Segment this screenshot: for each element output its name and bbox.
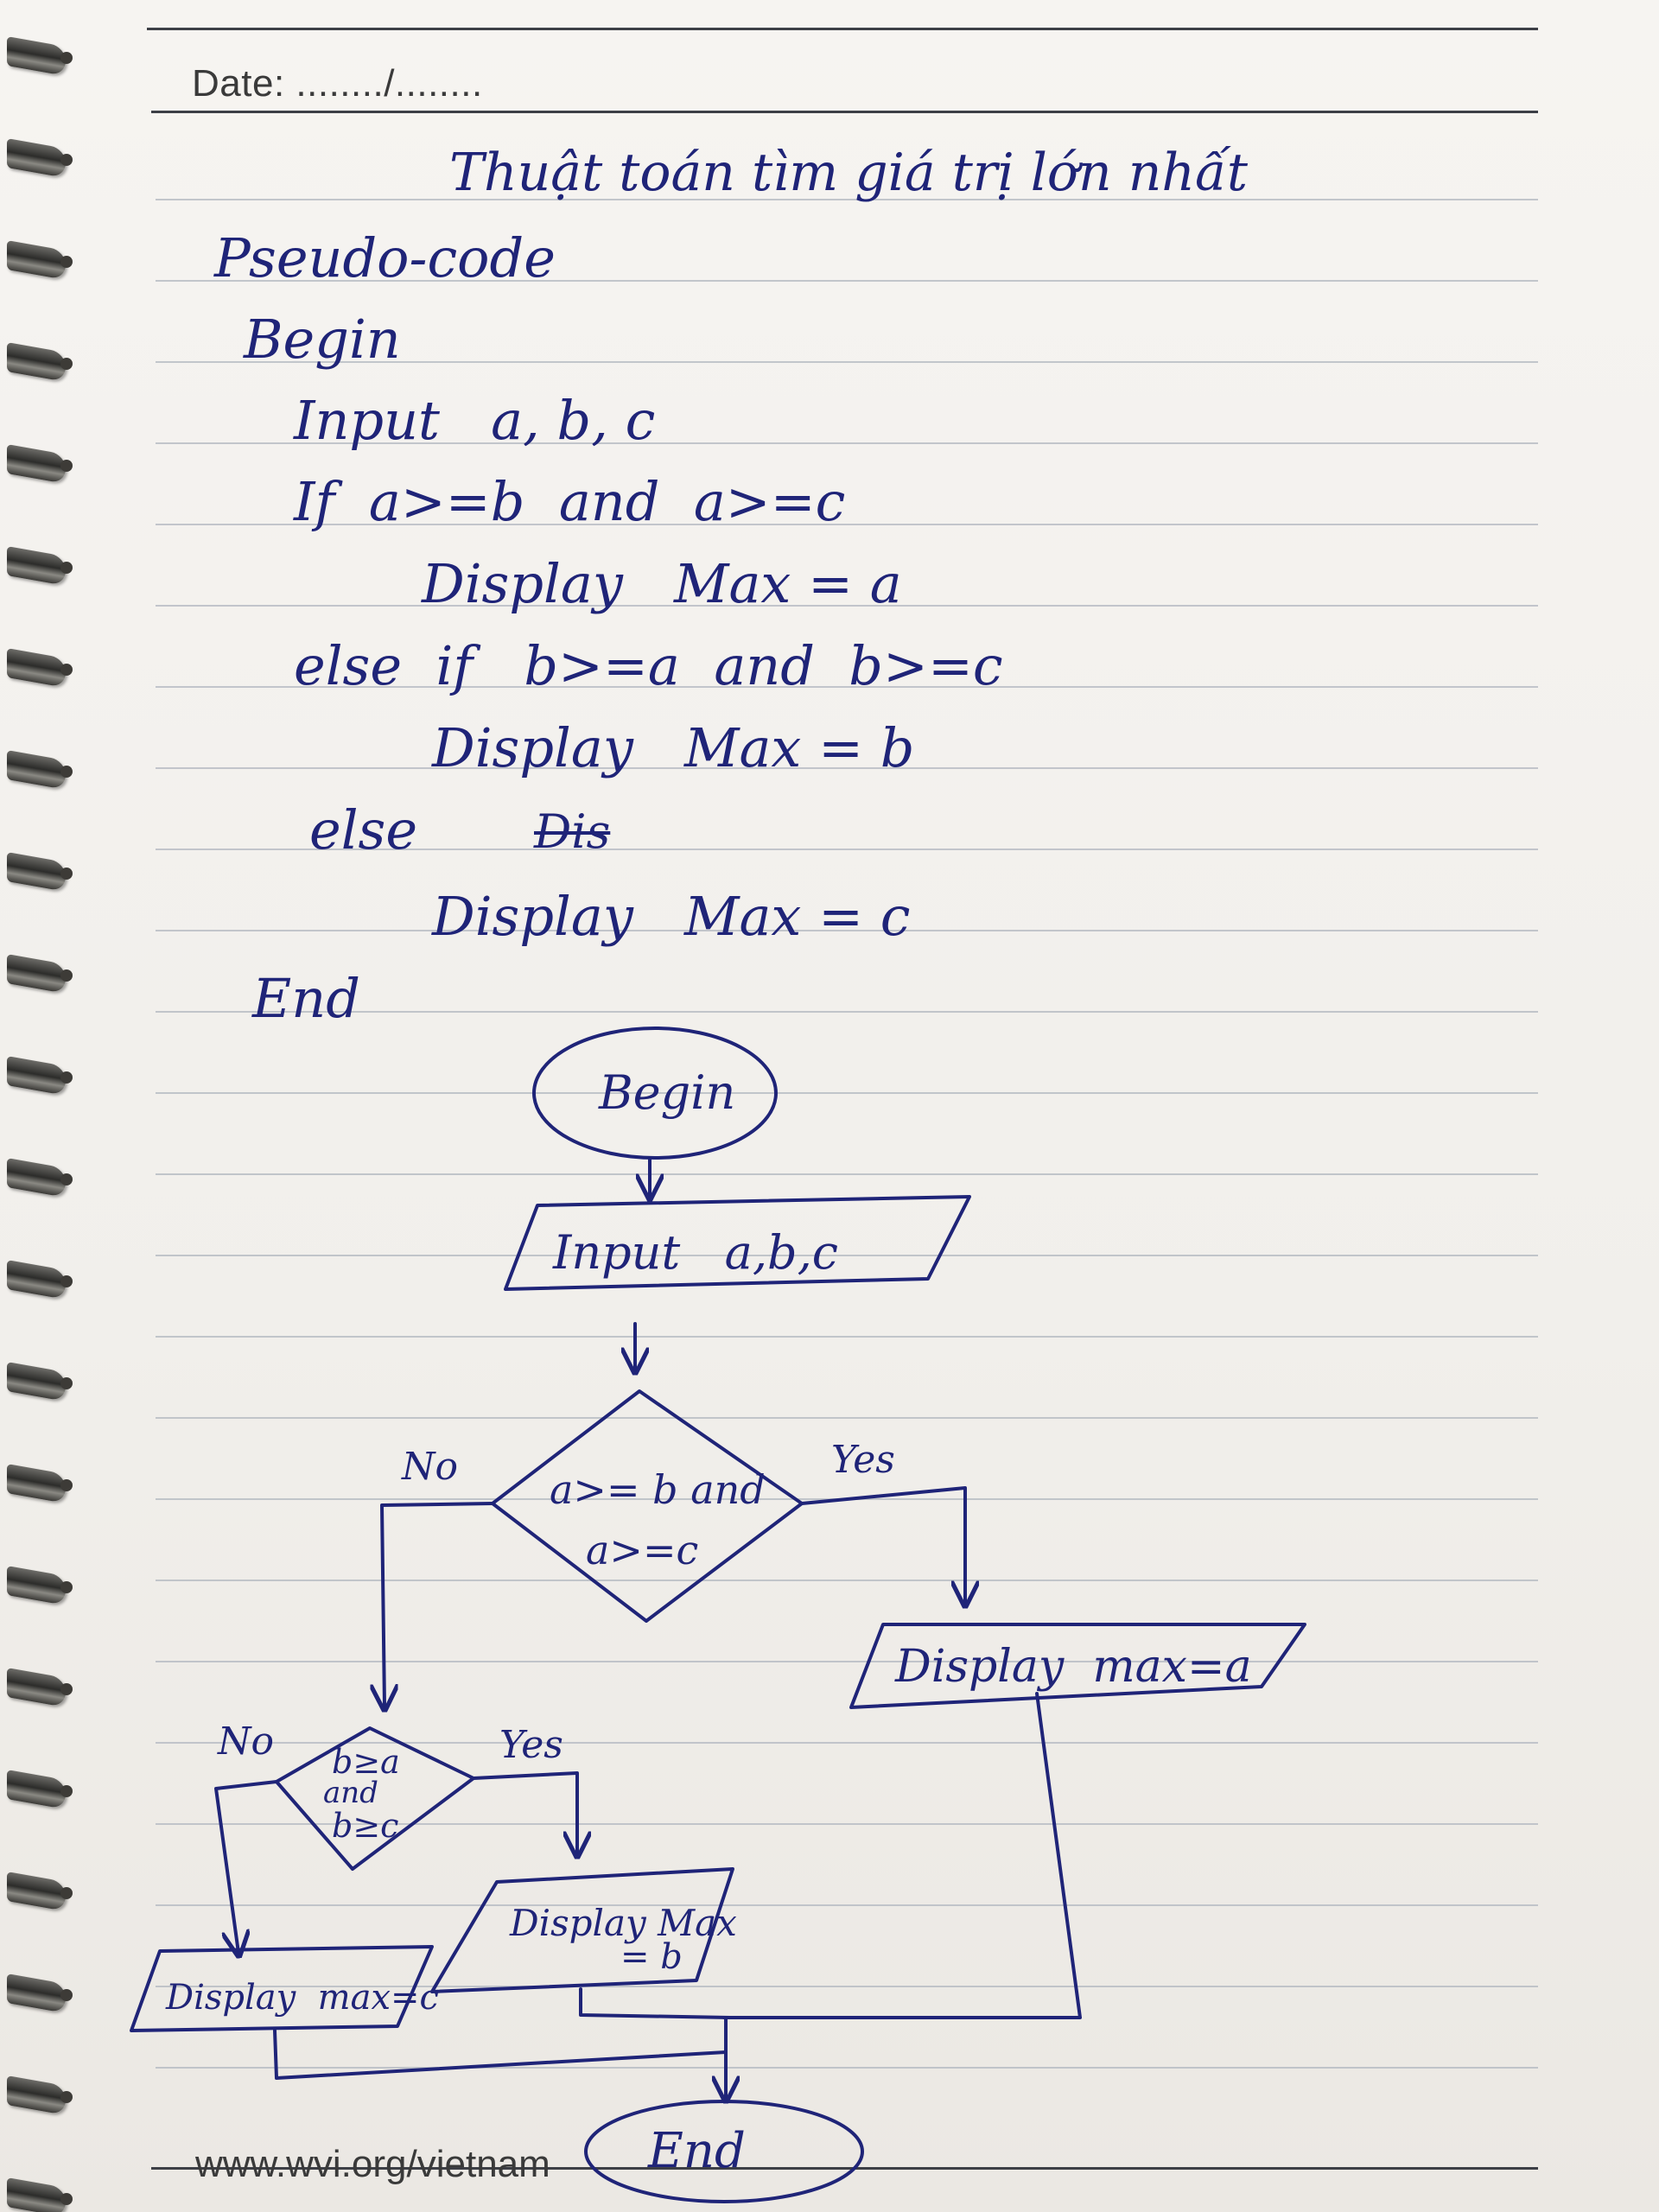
punch-hole (60, 664, 73, 676)
decision2-diamond (275, 1726, 475, 1871)
struck-text: Dis (534, 804, 611, 859)
ruled-line (156, 767, 1538, 769)
ruled-line (156, 1336, 1538, 1338)
end-label: End (647, 2123, 746, 2179)
ruled-line (156, 1092, 1538, 1094)
punch-hole (60, 1785, 73, 1797)
decision2-line1: b≥a (332, 1743, 400, 1781)
decision2-line2: and (323, 1776, 378, 1810)
decision2-no-label: No (217, 1719, 274, 1764)
ruled-line (156, 1823, 1538, 1825)
ruled-line (156, 280, 1538, 282)
output-c-box (130, 1945, 434, 2032)
punch-hole (60, 1377, 73, 1389)
ruled-line (156, 1904, 1538, 1906)
output-b-to-end-connector (579, 1987, 732, 2019)
output-b-line1: Display Max (509, 1902, 737, 1944)
punch-hole (60, 766, 73, 778)
punch-hole (60, 1275, 73, 1287)
decision2-yes-connector (472, 1771, 577, 1853)
decision1-line1: a>= b and (550, 1466, 766, 1513)
punch-hole (60, 1479, 73, 1491)
code-line-input: Input a, b, c (294, 389, 656, 452)
bottom-rule (151, 2167, 1538, 2170)
code-line-end: End (252, 967, 360, 1030)
spiral-binding (0, 0, 78, 2212)
output-a-label: Display max=a (894, 1641, 1252, 1693)
decision1-line2: a>=c (586, 1527, 698, 1573)
ruled-line (156, 686, 1538, 688)
date-label: Date: ......../........ (192, 62, 483, 105)
punch-hole (60, 969, 73, 982)
punch-hole (60, 1683, 73, 1695)
punch-hole (60, 1887, 73, 1899)
ruled-line (156, 1011, 1538, 1013)
ruled-line (156, 1742, 1538, 1744)
ruled-line (156, 1986, 1538, 1987)
punch-hole (60, 358, 73, 370)
punch-hole (60, 562, 73, 574)
code-line-display-b: Display Max = b (432, 716, 915, 779)
output-a-box (849, 1623, 1306, 1709)
punch-hole (60, 2091, 73, 2103)
decision1-no-label: No (401, 1445, 458, 1489)
ruled-line (156, 1580, 1538, 1581)
ruled-line (156, 605, 1538, 607)
ruled-line (156, 1255, 1538, 1256)
ruled-line (156, 1661, 1538, 1662)
punch-hole (60, 1071, 73, 1084)
decision2-yes-label: Yes (499, 1723, 563, 1767)
decision1-yes-label: Yes (831, 1438, 895, 1482)
punch-hole (60, 1989, 73, 2001)
punch-hole (60, 460, 73, 472)
ruled-line (156, 1173, 1538, 1175)
output-c-to-end-connector (273, 2029, 728, 2080)
begin-terminator (532, 1027, 778, 1160)
code-line-display-a: Display Max = a (422, 552, 902, 615)
code-line-else: else (309, 798, 418, 861)
decision2-no-connector (214, 1780, 278, 1953)
punch-hole (60, 1173, 73, 1185)
code-line-else-if: else if b>=a and b>=c (294, 634, 1003, 697)
page-title: Thuật toán tìm giá trị lớn nhất (449, 143, 1248, 203)
input-box (504, 1195, 971, 1291)
ruled-line (156, 930, 1538, 931)
pseudocode-label: Pseudo-code (214, 226, 556, 289)
footer-url: www.wvi.org/vietnam (195, 2143, 550, 2185)
ruled-line (156, 361, 1538, 363)
output-b-line2: = b (620, 1937, 683, 1977)
code-line-display-c: Display Max = c (432, 885, 911, 948)
begin-label: Begin (598, 1065, 735, 1120)
punch-hole (60, 256, 73, 268)
output-a-to-end-connector (722, 1692, 1082, 2019)
ruled-line (156, 2067, 1538, 2069)
punch-hole (60, 154, 73, 166)
code-line-if: If a>=b and a>=c (294, 470, 846, 533)
ruled-line (156, 1417, 1538, 1419)
decision1-yes-connector (800, 1486, 965, 1603)
punch-hole (60, 1581, 73, 1593)
punch-hole (60, 2193, 73, 2205)
ruled-line (156, 442, 1538, 444)
ruled-line (156, 849, 1538, 850)
decision1-diamond (491, 1389, 804, 1623)
header-rule (151, 111, 1538, 113)
decision1-no-connector (382, 1502, 494, 1707)
ruled-line (156, 199, 1538, 200)
output-c-label: Display max=c (165, 1978, 439, 2018)
ruled-line (156, 524, 1538, 525)
decision2-line3: b≥c (332, 1807, 398, 1845)
top-rule (147, 28, 1538, 30)
code-line-begin: Begin (244, 308, 401, 371)
input-label: Input a,b,c (552, 1225, 838, 1280)
end-terminator (584, 2100, 864, 2203)
output-b-box (430, 1867, 734, 1993)
punch-hole (60, 52, 73, 64)
punch-hole (60, 868, 73, 880)
